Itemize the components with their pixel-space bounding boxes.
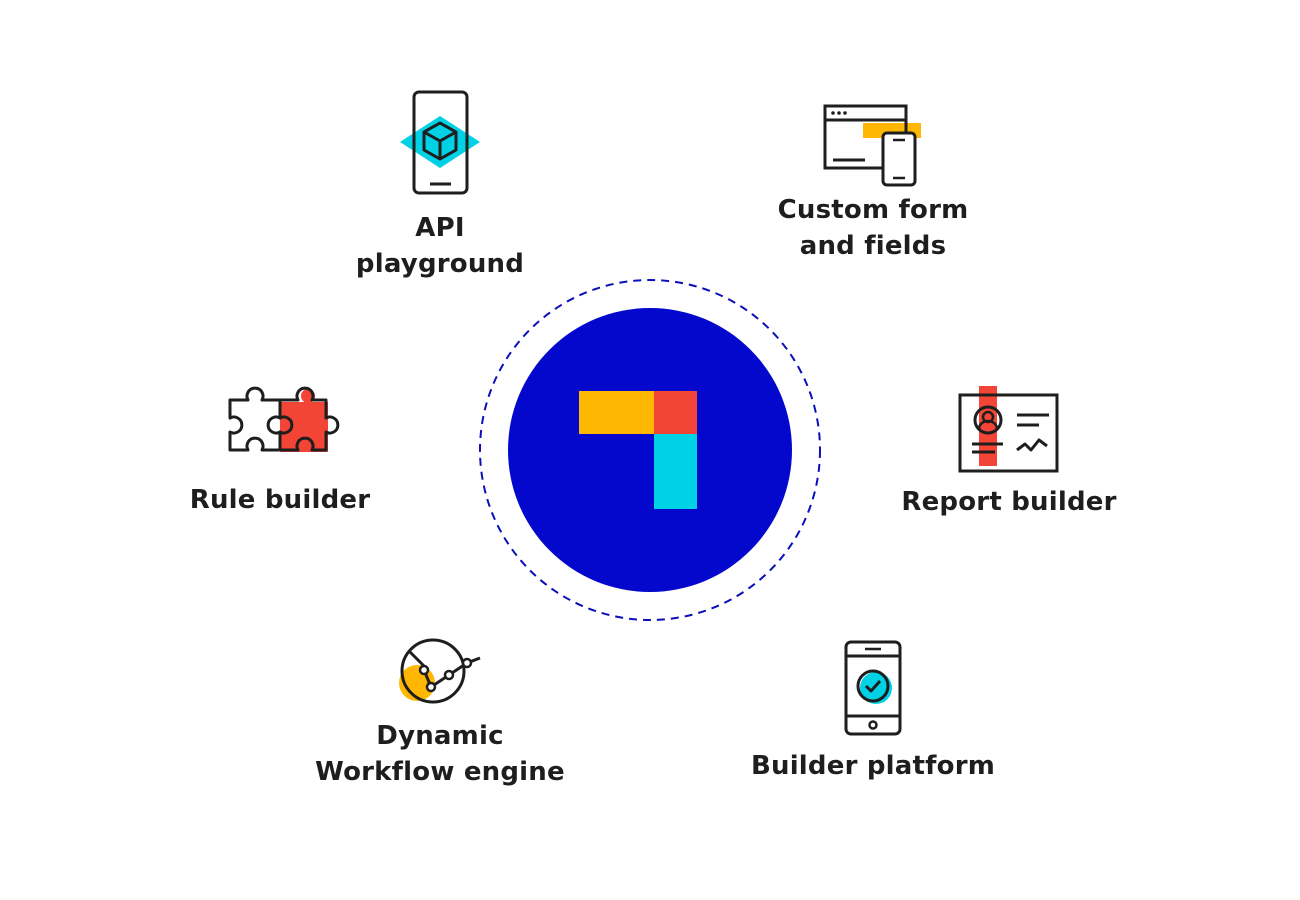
mobile-check-icon: [844, 640, 902, 736]
hub-circle: [508, 308, 792, 592]
workflow-chart-icon: [399, 638, 481, 704]
feature-report-builder: Report builder: [889, 380, 1129, 520]
puzzle-icon: [228, 386, 340, 452]
dynamic-workflow-engine-label: Dynamic Workflow engine: [315, 721, 565, 787]
mobile-cube-icon: [400, 90, 480, 195]
feature-custom-form-and-fields: Custom form and fields: [733, 96, 1013, 276]
brand-logo-icon: [579, 391, 697, 509]
feature-api-playground: API playground: [300, 80, 580, 290]
report-builder-label: Report builder: [901, 487, 1117, 517]
browser-mobile-icon: [823, 104, 921, 187]
rule-builder-label: Rule builder: [189, 485, 371, 515]
id-card-icon: [958, 386, 1059, 473]
custom-form-and-fields-label: Custom form and fields: [777, 195, 969, 261]
dashed-ring: [479, 279, 821, 621]
feature-builder-platform: Builder platform: [733, 630, 1013, 790]
feature-dynamic-workflow-engine: Dynamic Workflow engine: [300, 630, 580, 800]
builder-platform-label: Builder platform: [750, 751, 996, 781]
api-playground-label: API playground: [355, 213, 525, 279]
feature-rule-builder: Rule builder: [170, 380, 390, 520]
